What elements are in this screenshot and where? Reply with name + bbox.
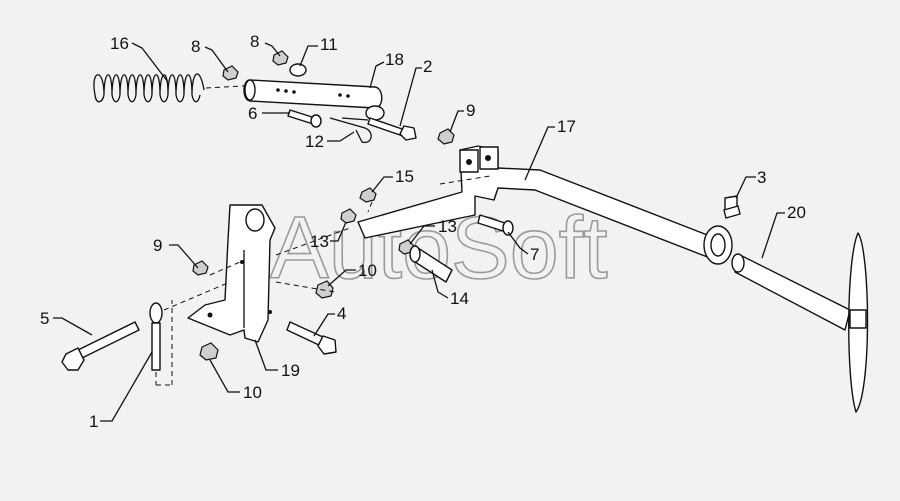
callout-7: 7 xyxy=(530,245,539,264)
clip-part-12 xyxy=(329,117,372,144)
callout-4: 4 xyxy=(337,304,346,323)
callout-5: 5 xyxy=(40,309,49,328)
callout-3: 3 xyxy=(757,168,766,187)
callout-10: 10 xyxy=(358,261,377,280)
callout-13: 13 xyxy=(310,232,329,251)
nut-part-9a xyxy=(437,128,455,145)
bolt-part-3 xyxy=(723,195,741,219)
callout-19: 19 xyxy=(281,361,300,380)
callout-9: 9 xyxy=(153,236,162,255)
callout-18: 18 xyxy=(385,50,404,69)
callout-16: 16 xyxy=(110,34,129,53)
lever-arm-part-17 xyxy=(357,145,733,265)
sleeve-part-14 xyxy=(409,245,453,283)
leader-lines xyxy=(53,42,785,422)
spring-part-16 xyxy=(93,73,261,103)
nut-part-10b xyxy=(199,342,219,361)
nut-part-8b xyxy=(272,50,289,66)
callout-6: 6 xyxy=(248,104,257,123)
shaft-part-18 xyxy=(243,79,385,121)
nut-part-13a xyxy=(340,208,357,224)
assembly-guide-lines xyxy=(155,175,491,386)
callout-10: 10 xyxy=(243,383,262,402)
callout-11: 11 xyxy=(320,35,338,54)
callout-14: 14 xyxy=(450,289,469,308)
nut-part-9b xyxy=(192,260,209,276)
callout-12: 12 xyxy=(305,132,324,151)
callout-15: 15 xyxy=(395,167,414,186)
eye-bolt-part-1 xyxy=(149,302,163,371)
callout-1: 1 xyxy=(89,412,98,431)
callout-8: 8 xyxy=(250,32,259,51)
bolt-part-4 xyxy=(286,321,337,355)
callout-labels: 16 8 8 11 18 2 6 12 9 17 15 3 20 13 13 7… xyxy=(40,32,806,431)
handle-part-20 xyxy=(731,232,869,413)
bolt-part-2 xyxy=(367,117,417,141)
bolt-part-5 xyxy=(61,321,140,371)
bolt-part-6 xyxy=(287,109,322,128)
bracket-part-19 xyxy=(187,204,276,343)
washer-part-11 xyxy=(289,63,307,77)
callout-9: 9 xyxy=(466,101,475,120)
callout-8: 8 xyxy=(191,37,200,56)
callout-20: 20 xyxy=(787,203,806,222)
callout-13: 13 xyxy=(438,217,457,236)
callout-17: 17 xyxy=(557,117,576,136)
callout-2: 2 xyxy=(423,57,432,76)
bolt-part-7 xyxy=(477,214,514,236)
